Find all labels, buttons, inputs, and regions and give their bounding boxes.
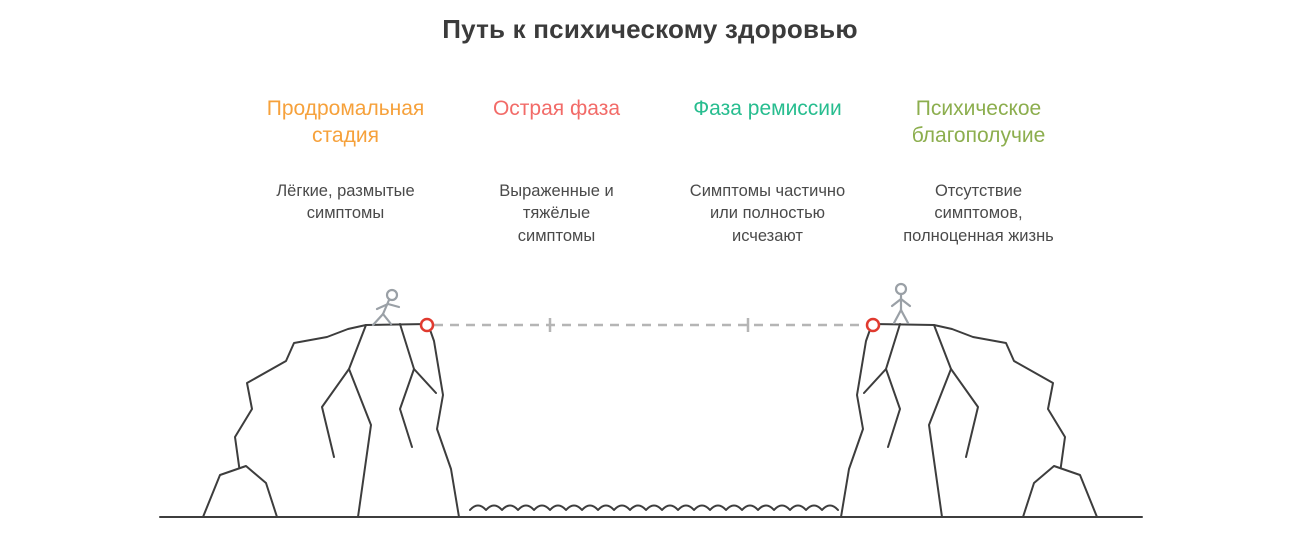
stick-figure-right xyxy=(890,282,912,325)
stage-description: Отсутствие симптомов, полноценная жизнь xyxy=(903,182,1054,245)
stage-remission: Фаза ремиссии Симптомы частично или полн… xyxy=(662,96,873,247)
rope-anchor-left xyxy=(419,317,435,333)
right-cliff xyxy=(840,323,1098,518)
left-cliff xyxy=(202,323,460,518)
rope-anchor-right xyxy=(865,317,881,333)
stage-label: Острая фаза xyxy=(492,97,621,120)
stage-wellbeing: Психическое благополучие Отсутствие симп… xyxy=(873,96,1084,247)
page-title: Путь к психическому здоровью xyxy=(442,14,858,44)
right-rock xyxy=(1022,465,1098,518)
stage-description: Симптомы частично или полностью исчезают xyxy=(689,182,846,245)
scene-illustration xyxy=(159,282,1143,518)
stage-acute: Острая фаза Выраженные и тяжёлые симптом… xyxy=(451,96,662,247)
stage-description: Лёгкие, размытые симптомы xyxy=(276,182,415,223)
left-rock xyxy=(202,465,278,518)
water-line xyxy=(469,504,839,511)
tightrope xyxy=(434,318,866,332)
stage-label: Фаза ремиссии xyxy=(693,97,842,120)
stage-label: Продромальная стадия xyxy=(266,97,425,147)
stage-prodromal: Продромальная стадия Лёгкие, размытые си… xyxy=(240,96,451,247)
stick-figure-left xyxy=(371,288,401,327)
stages-row: Продромальная стадия Лёгкие, размытые си… xyxy=(240,96,1084,247)
stage-description: Выраженные и тяжёлые симптомы xyxy=(499,182,614,245)
stage-label: Психическое благополучие xyxy=(911,97,1046,147)
